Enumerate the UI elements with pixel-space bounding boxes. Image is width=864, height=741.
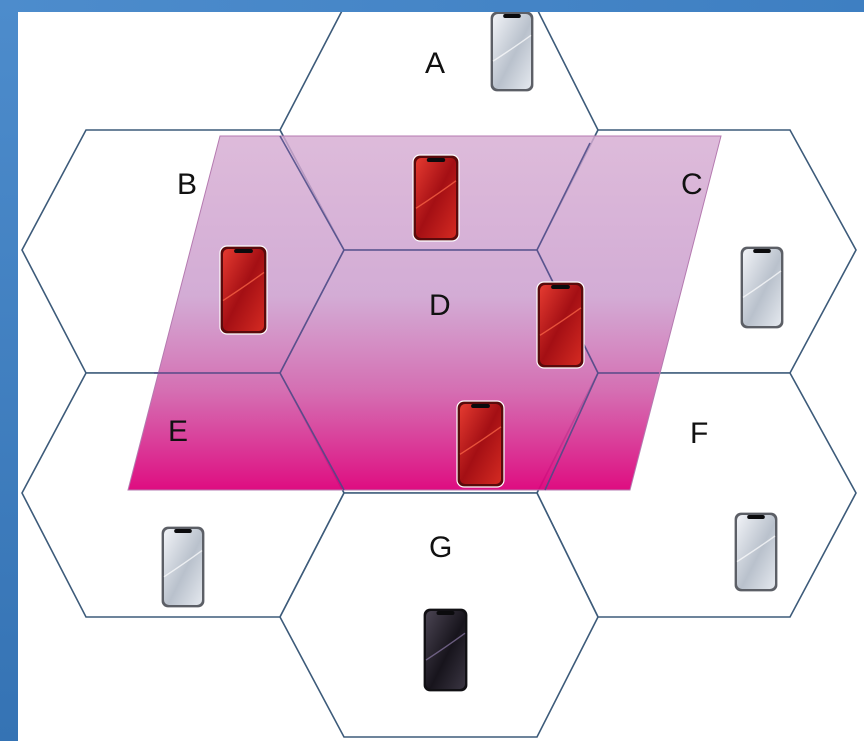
phone-notch [426,158,446,162]
phone-notch [471,404,490,408]
phone-screen [743,249,781,326]
phone-icon-cell-b [219,245,268,335]
phone-wallpaper-arc [425,632,466,661]
phone-notch [436,611,455,615]
phone-notch [234,249,253,253]
phone-notch [503,14,521,18]
phone-icon-cell-a [489,12,535,93]
phone-wallpaper-arc [163,550,203,578]
phone-screen [164,529,202,605]
cell-label-a: A [425,47,445,80]
phone-icon-cell-f [733,511,779,593]
phone-wallpaper-arc [459,426,502,455]
phone-icon-cell-e [160,525,206,609]
phone-screen [460,404,501,484]
phone-screen [493,14,531,89]
phone-icon-cell-d-bottom [456,400,505,488]
phone-wallpaper-arc [742,270,782,299]
phone-screen [223,249,264,331]
cell-label-e: E [168,415,188,448]
phone-icon-cell-g [422,607,469,693]
phone-notch [747,515,765,519]
frame-left-band [0,0,18,741]
phone-icon-overlay-top [412,154,460,242]
hexagonal-cell-diagram: A B C D E F G [21,12,857,738]
phone-screen [737,515,775,589]
phone-wallpaper-arc [539,307,582,336]
phone-icon-cell-d-right [536,281,585,369]
highlighted-region-overlay [127,135,722,491]
phone-screen [426,611,465,689]
phone-notch [551,285,570,289]
phone-wallpaper-arc [736,535,776,563]
phone-screen [416,158,456,238]
overlay-cell-border-upper [279,135,591,251]
phone-wallpaper-arc [222,271,265,302]
phone-wallpaper-arc [492,34,532,62]
phone-wallpaper-arc [415,180,457,209]
phone-notch [174,529,192,533]
phone-icon-cell-c [739,245,785,330]
phone-screen [540,285,581,365]
cell-label-b: B [177,168,197,201]
diagram-canvas: A B C D E F G [18,12,864,741]
phone-notch [753,249,771,253]
cell-label-c: C [681,168,703,201]
cell-label-f: F [690,417,708,450]
frame-top-band [0,0,864,12]
cell-label-d: D [429,289,451,322]
cell-label-g: G [429,531,452,564]
